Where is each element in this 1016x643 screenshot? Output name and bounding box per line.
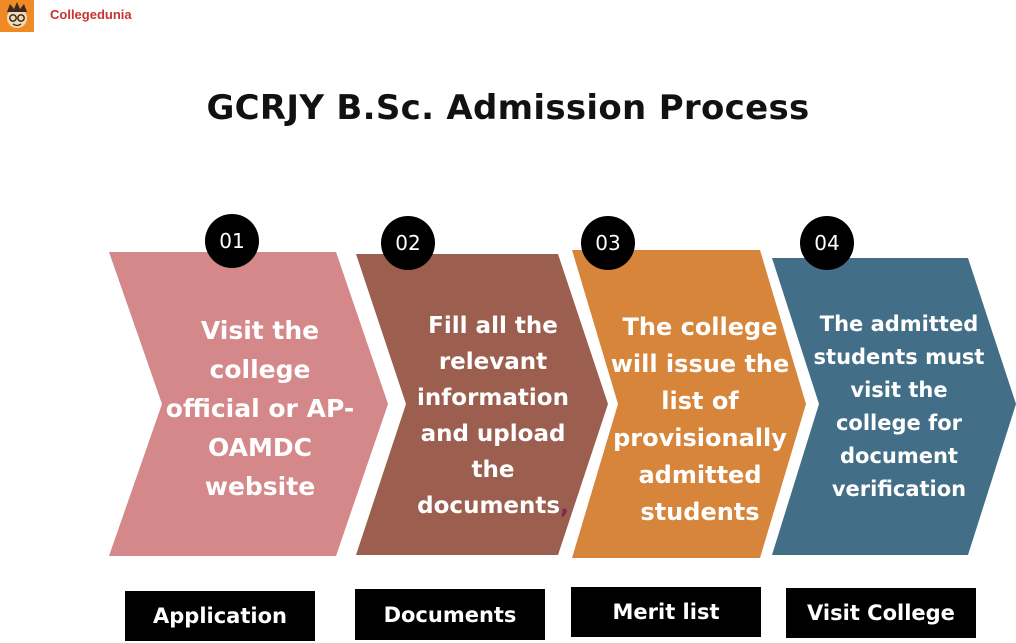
step-2-number: 02: [381, 216, 435, 270]
step-3-arrow: [572, 250, 806, 558]
step-1-label: Application: [125, 591, 315, 641]
step-1-arrow: [109, 252, 388, 556]
step-4-text: The admitted students must visit the col…: [813, 312, 985, 501]
brand-name[interactable]: Collegedunia: [50, 7, 132, 22]
step-1-number: 01: [205, 214, 259, 268]
step-4-label: Visit College: [786, 588, 976, 638]
step-4-arrow: [772, 258, 1016, 555]
step-3-label: Merit list: [571, 587, 761, 637]
step-2-comma: ,: [560, 493, 569, 519]
step-3-text: The college will issue the list of provi…: [610, 313, 790, 526]
collegedunia-logo[interactable]: [0, 0, 34, 32]
mascot-icon: [7, 2, 27, 28]
page-title: GCRJY B.Sc. Admission Process: [206, 88, 810, 128]
step-2-arrow: [356, 254, 608, 555]
step-2-text: Fill all the relevant information and up…: [417, 313, 569, 519]
step-2-label: Documents: [355, 589, 545, 640]
step-3-number: 03: [581, 216, 635, 270]
step-1-text: Visit the college official or AP-OAMDC w…: [165, 316, 355, 501]
step-4-number: 04: [800, 216, 854, 270]
